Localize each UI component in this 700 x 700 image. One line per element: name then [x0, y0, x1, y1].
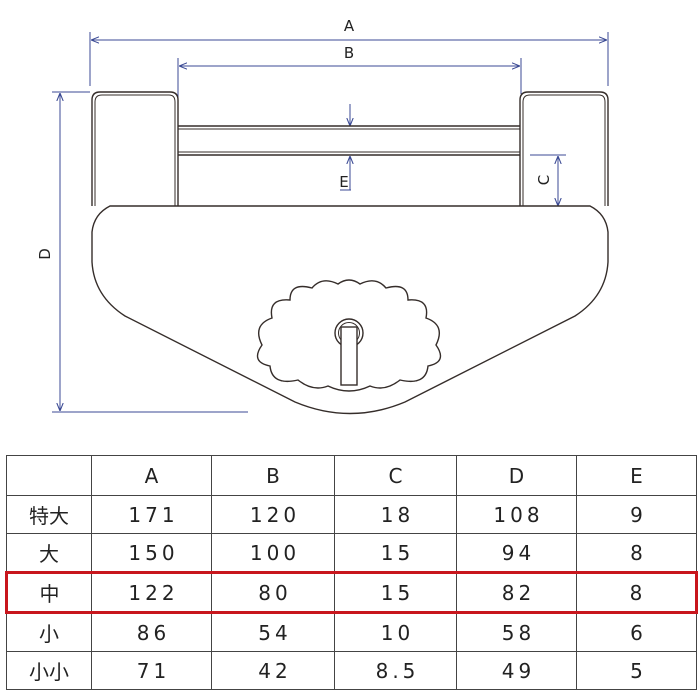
size-label-cell: 小	[6, 612, 92, 652]
shackle-right-leg	[519, 91, 609, 206]
dimension-e-label: E	[339, 173, 348, 191]
size-label-cell: 中	[5, 571, 92, 614]
value-cell: 71	[91, 651, 212, 690]
value-cell: 122	[91, 571, 212, 614]
value-cell: 15	[334, 533, 457, 573]
value-cell: 42	[211, 651, 335, 690]
value-cell: 54	[211, 612, 335, 652]
value-cell: 86	[91, 612, 212, 652]
value-cell: 10	[334, 612, 457, 652]
column-header-d: D	[456, 455, 577, 496]
shackle-right-leg-inner	[522, 94, 606, 206]
value-cell: 8.5	[334, 651, 457, 690]
value-cell: 171	[91, 495, 212, 534]
column-header-a: A	[91, 455, 212, 496]
column-header-c: C	[334, 455, 457, 496]
dimension-c-label: C	[535, 175, 553, 185]
size-label-cell: 小小	[6, 651, 92, 690]
dimension-d-label: D	[36, 248, 54, 260]
size-label-cell: 大	[6, 533, 92, 573]
value-cell: 49	[456, 651, 577, 690]
value-cell: 80	[211, 571, 335, 614]
value-cell: 8	[576, 571, 698, 614]
value-cell: 120	[211, 495, 335, 534]
value-cell: 5	[576, 651, 697, 690]
keyhole-icon	[334, 318, 364, 386]
value-cell: 18	[334, 495, 457, 534]
value-cell: 15	[334, 571, 457, 614]
column-header-b: B	[211, 455, 335, 496]
header-corner-cell	[6, 455, 92, 496]
dimension-b-label: B	[344, 44, 354, 62]
value-cell: 9	[576, 495, 697, 534]
value-cell: 82	[456, 571, 577, 614]
shackle-left-leg	[91, 91, 179, 206]
shackle-crossbar	[178, 125, 520, 156]
value-cell: 100	[211, 533, 335, 573]
dimension-a-label: A	[344, 17, 355, 35]
column-header-e: E	[576, 455, 697, 496]
value-cell: 94	[456, 533, 577, 573]
value-cell: 108	[456, 495, 577, 534]
value-cell: 58	[456, 612, 577, 652]
value-cell: 6	[576, 612, 697, 652]
shackle-left-leg-inner	[94, 94, 176, 206]
value-cell: 150	[91, 533, 212, 573]
size-label-cell: 特大	[6, 495, 92, 534]
value-cell: 8	[576, 533, 697, 573]
padlock-dimension-diagram: A B D C E	[36, 17, 609, 415]
